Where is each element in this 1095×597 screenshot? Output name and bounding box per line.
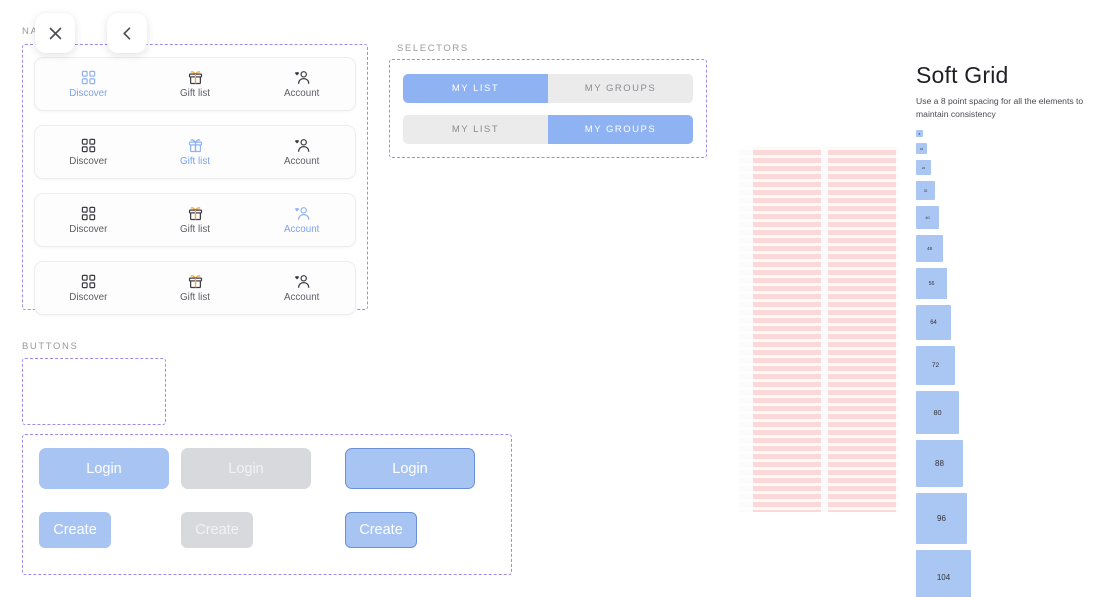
close-button[interactable]: [35, 13, 75, 53]
login-button-outlined[interactable]: Login: [345, 448, 475, 489]
chevron-left-icon: [122, 26, 130, 40]
grid-icon: [81, 206, 96, 220]
action-buttons-outline: [22, 434, 512, 575]
nav-item-label: Account: [283, 291, 320, 303]
login-button-primary[interactable]: Login: [39, 448, 169, 489]
create-button-disabled: Create: [181, 512, 253, 548]
selectors-section-label: SELECTORS: [397, 43, 469, 54]
spacing-swatch: 32: [916, 181, 935, 200]
gift-icon: [188, 138, 203, 153]
gift-icon: [188, 70, 202, 84]
nav-card: Discover Gift list Account: [34, 57, 356, 111]
segment-option-my-list[interactable]: MY LIST: [403, 115, 548, 144]
gift-icon: [188, 206, 203, 221]
grid-icon: [81, 70, 96, 84]
nav-item-discover[interactable]: Discover: [35, 274, 142, 303]
create-button-outlined[interactable]: Create: [345, 512, 417, 548]
close-icon: [49, 27, 61, 39]
segment-option-my-groups[interactable]: MY GROUPS: [548, 74, 693, 103]
spacing-swatch: 24: [916, 160, 931, 175]
nav-item-account[interactable]: Account: [248, 274, 355, 303]
nav-item-account[interactable]: Account: [248, 138, 355, 167]
nav-section-label: NAV: [22, 26, 46, 37]
grid-baselines: [739, 147, 899, 512]
nav-card: Discover Gift list Account: [34, 261, 356, 315]
nav-item-discover[interactable]: Discover: [35, 70, 142, 99]
baseline-grid-overlay: [739, 147, 899, 512]
grid-icon: [81, 70, 96, 85]
gift-icon: [188, 70, 203, 85]
buttons-section-label: BUTTONS: [22, 341, 79, 352]
nav-item-gift-list[interactable]: Gift list: [142, 138, 249, 167]
nav-item-label: Gift list: [180, 223, 210, 235]
spacing-swatch: 16: [916, 143, 927, 154]
account-heart-icon: [294, 274, 310, 288]
segment-option-my-list[interactable]: MY LIST: [403, 74, 548, 103]
grid-icon: [81, 206, 96, 221]
nav-item-label: Account: [283, 155, 320, 167]
account-heart-icon: [294, 70, 310, 84]
nav-item-label: Gift list: [180, 291, 210, 303]
spacing-swatch: 88: [916, 440, 963, 487]
soft-grid-subtitle: Use a 8 point spacing for all the elemen…: [916, 96, 1084, 120]
nav-item-gift-list[interactable]: Gift list: [142, 206, 249, 235]
nav-item-account[interactable]: Account: [248, 206, 355, 235]
nav-item-label: Discover: [69, 223, 108, 235]
spacing-swatch: 8: [916, 130, 923, 137]
icon-buttons-outline: [22, 358, 166, 425]
nav-item-label: Discover: [69, 87, 108, 99]
nav-item-label: Discover: [69, 291, 108, 303]
nav-item-account[interactable]: Account: [248, 70, 355, 99]
gift-icon: [188, 206, 202, 220]
nav-card: Discover Gift list Account: [34, 125, 356, 179]
spacing-swatch: 104: [916, 550, 971, 597]
create-button-primary[interactable]: Create: [39, 512, 111, 548]
account-heart-icon: [294, 274, 310, 289]
spacing-swatch: 48: [916, 235, 943, 262]
nav-item-label: Gift list: [180, 87, 210, 99]
spacing-swatch: 96: [916, 493, 967, 544]
grid-icon: [81, 138, 96, 152]
account-heart-icon: [294, 70, 310, 85]
spacing-swatch: 64: [916, 305, 951, 340]
nav-item-gift-list[interactable]: Gift list: [142, 70, 249, 99]
segment-option-my-groups[interactable]: MY GROUPS: [548, 115, 693, 144]
nav-card: Discover Gift list Account: [34, 193, 356, 247]
gift-icon: [188, 138, 202, 152]
nav-item-gift-list[interactable]: Gift list: [142, 274, 249, 303]
nav-item-label: Account: [283, 87, 320, 99]
gift-icon: [188, 274, 202, 288]
spacing-swatch: 72: [916, 346, 955, 385]
grid-icon: [81, 274, 96, 289]
nav-item-discover[interactable]: Discover: [35, 138, 142, 167]
nav-item-label: Discover: [69, 155, 108, 167]
nav-item-label: Gift list: [180, 155, 210, 167]
login-button-disabled: Login: [181, 448, 311, 489]
nav-item-label: Account: [283, 223, 320, 235]
account-heart-icon: [294, 206, 310, 220]
spacing-swatch: 80: [916, 391, 959, 434]
account-heart-icon: [294, 206, 310, 221]
spacing-swatch: 40: [916, 206, 939, 229]
spacing-swatch: 56: [916, 268, 947, 299]
back-button[interactable]: [107, 13, 147, 53]
grid-icon: [81, 274, 96, 288]
nav-item-discover[interactable]: Discover: [35, 206, 142, 235]
grid-icon: [81, 138, 96, 153]
account-heart-icon: [294, 138, 310, 152]
selectors-section-outline: [389, 59, 707, 158]
account-heart-icon: [294, 138, 310, 153]
gift-icon: [188, 274, 203, 289]
soft-grid-title: Soft Grid: [916, 62, 1009, 88]
